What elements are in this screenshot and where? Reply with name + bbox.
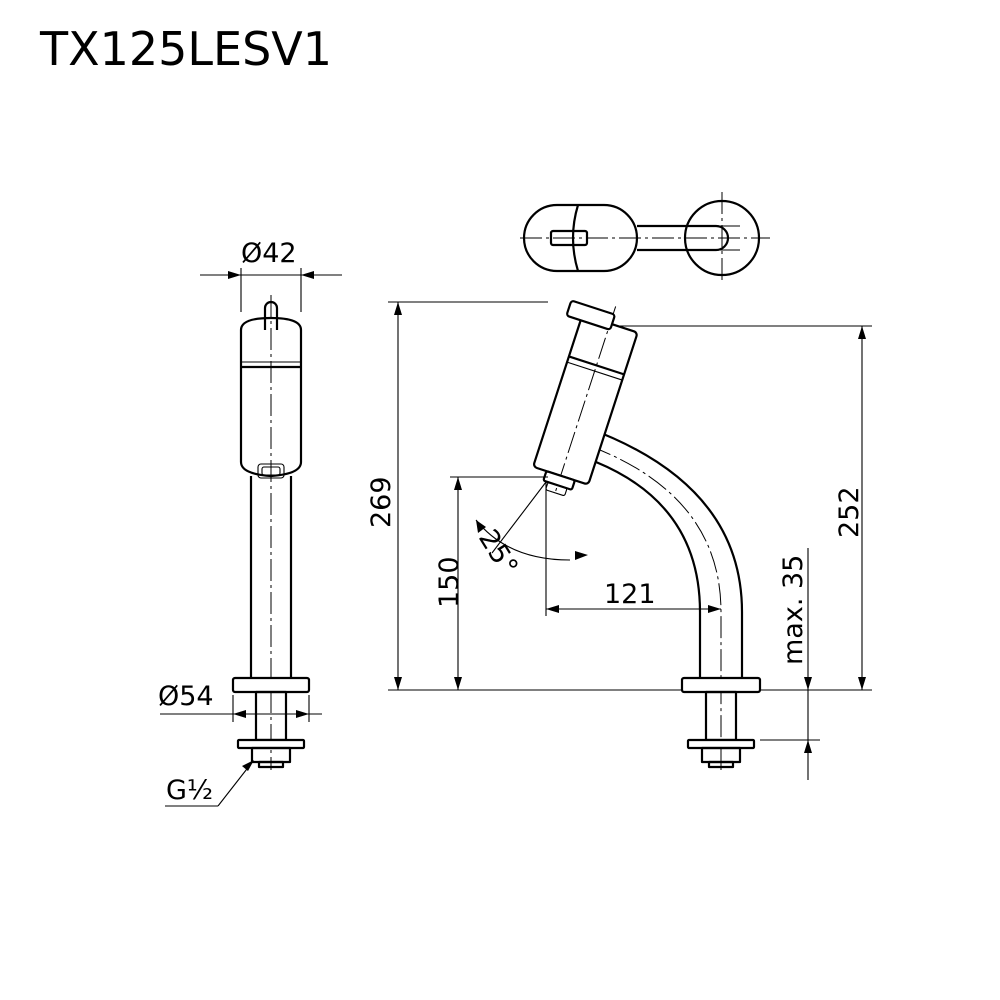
front-view: Ø42 Ø54 G½	[158, 238, 342, 807]
dim-top-diameter: Ø42	[241, 238, 297, 269]
dim-spout-reach: 121	[604, 579, 656, 610]
dim-total-height: 269	[366, 476, 397, 528]
dim-thread: G½	[166, 775, 213, 806]
dim-base-diameter: Ø54	[158, 681, 214, 712]
top-view	[520, 192, 770, 284]
dim-max-thickness: max. 35	[778, 555, 809, 665]
page-title: TX125LESV1	[40, 22, 333, 76]
dim-angle: 25°	[472, 524, 524, 581]
dim-body-height: 252	[834, 486, 865, 538]
dim-outlet-height: 150	[434, 556, 465, 608]
side-view: 269 150 25° 121 252 max. 35	[366, 300, 872, 780]
